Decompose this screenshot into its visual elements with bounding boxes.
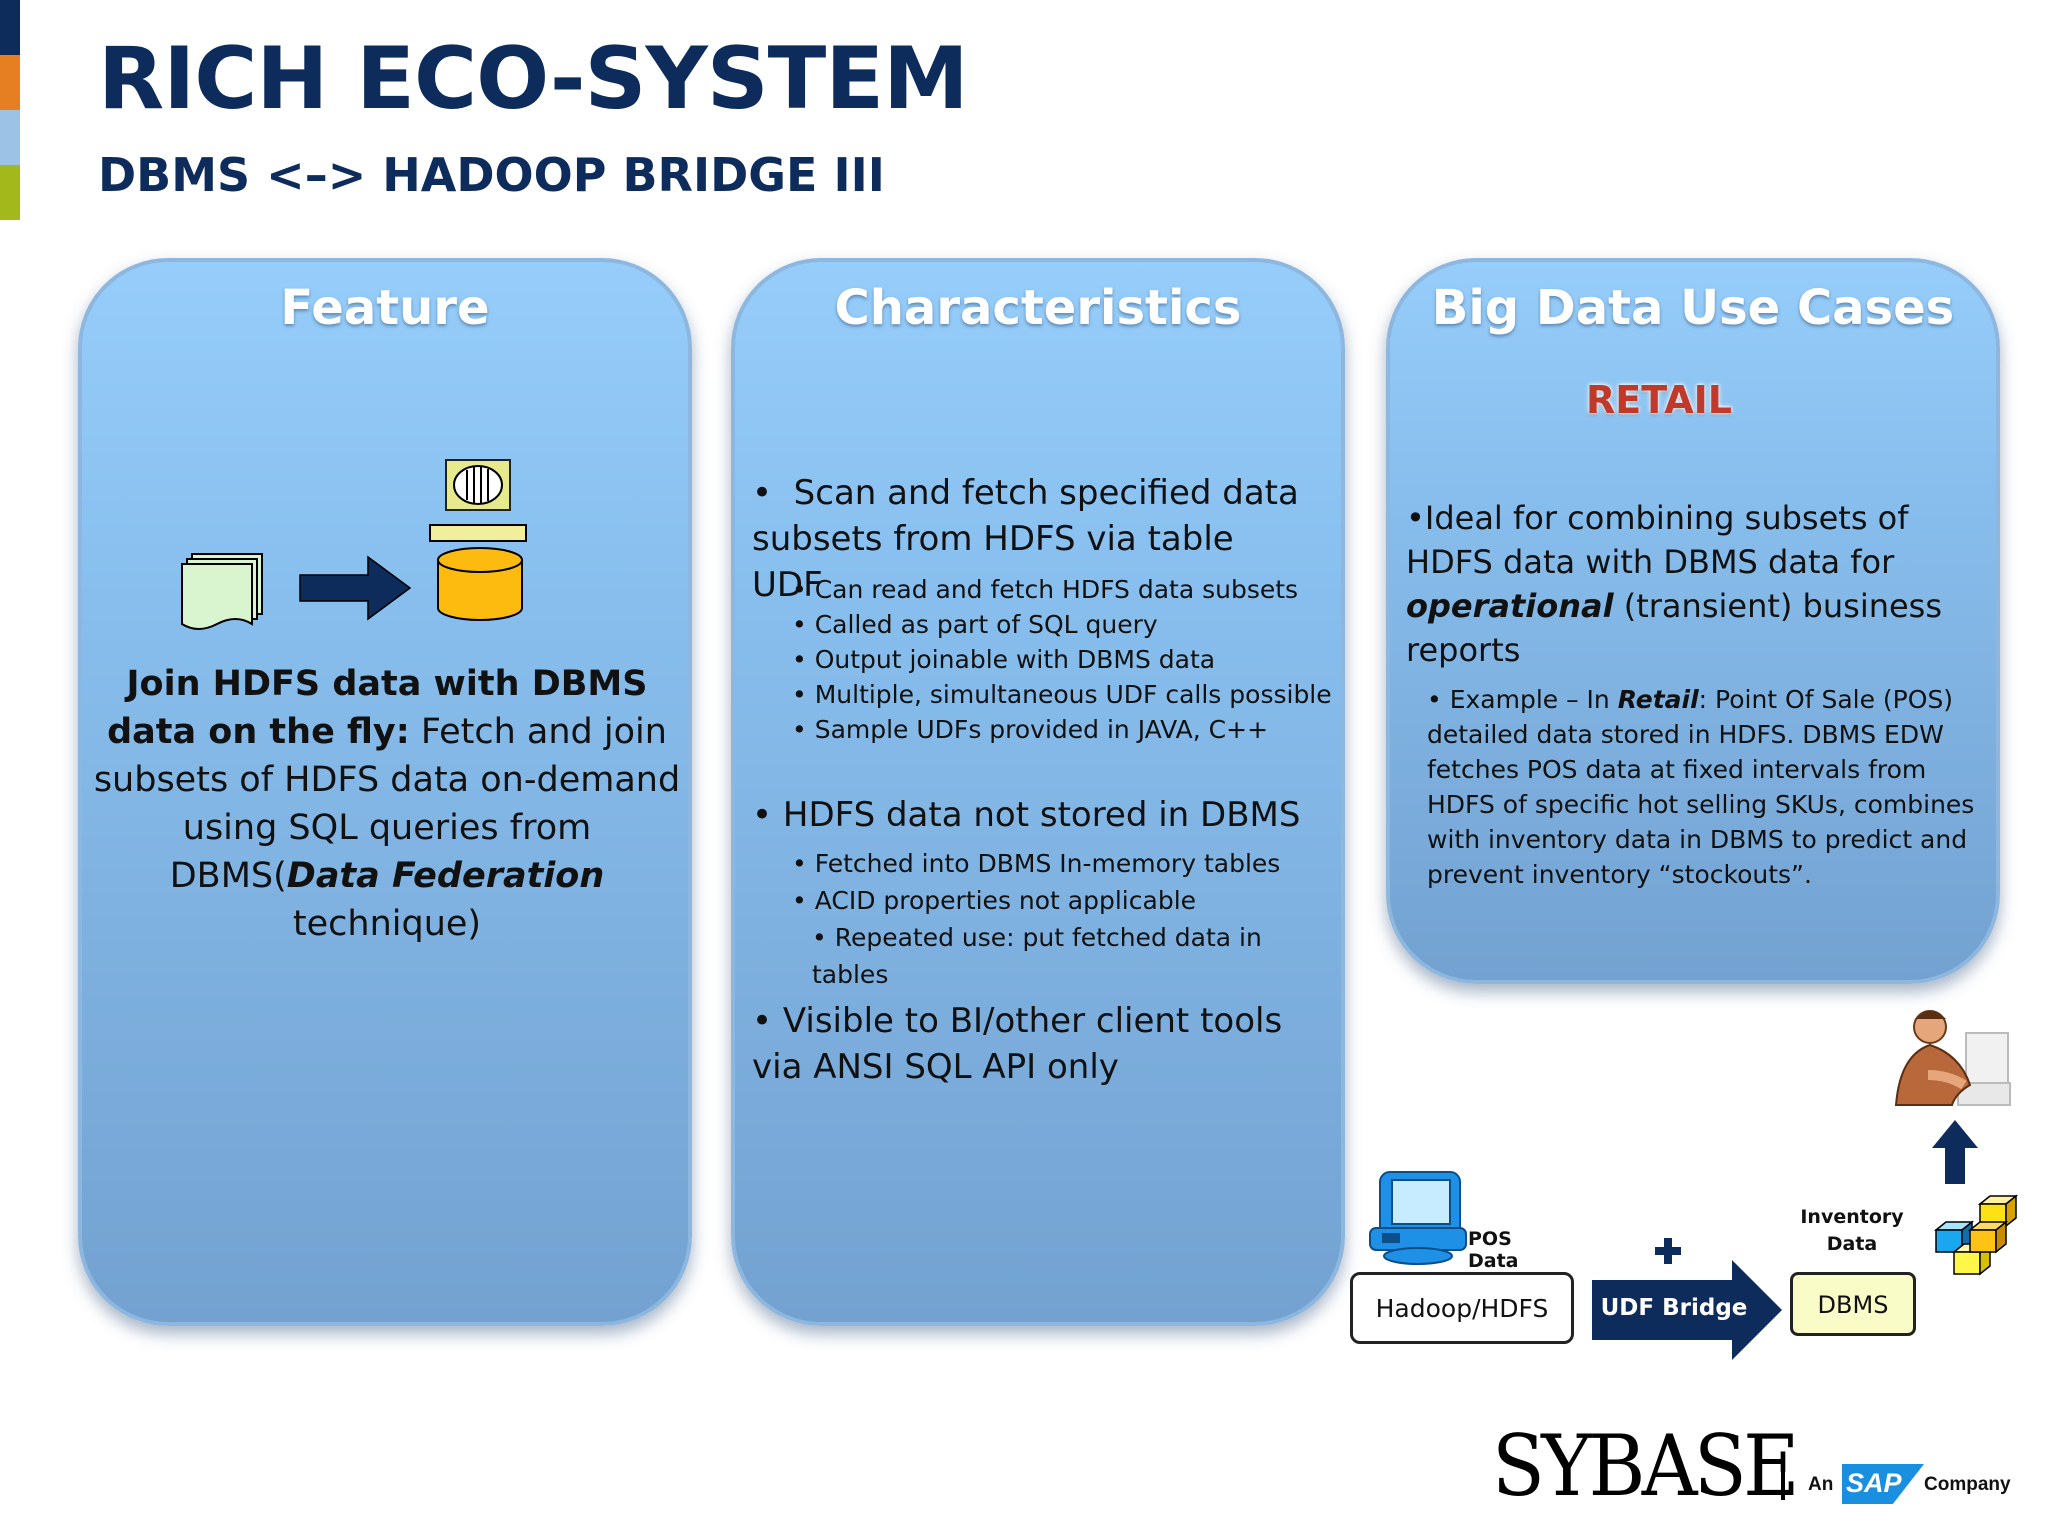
use-case-example: • Example – In Retail: Point Of Sale (PO… <box>1427 685 1975 889</box>
pos-data-label: POS Data <box>1468 1228 1519 1272</box>
arrow-right-icon <box>299 555 412 621</box>
udf-bridge-arrow <box>1592 1260 1782 1360</box>
retail-label: RETAIL <box>1586 378 1732 422</box>
list-item: • Called as part of SQL query <box>792 610 1158 639</box>
accent-strip-lightblue <box>0 110 20 165</box>
accent-strip-orange <box>0 55 20 110</box>
page-subtitle: DBMS <–> HADOOP BRIDGE III <box>98 148 885 202</box>
accent-strip-navy <box>0 0 20 55</box>
documents-icon <box>181 553 263 630</box>
feature-diagram <box>181 459 527 630</box>
accent-strip-green <box>0 165 20 220</box>
hadoop-hdfs-box: Hadoop/HDFS <box>1350 1272 1574 1344</box>
char-bullet-1-subs: • Can read and fetch HDFS data subsets •… <box>792 572 1332 747</box>
list-item: • Output joinable with DBMS data <box>792 645 1216 674</box>
footer-an: An <box>1808 1474 1834 1495</box>
computer-icon <box>1369 1171 1467 1265</box>
feature-heading: Feature <box>280 280 490 336</box>
feature-description: Join HDFS data with DBMS data on the fly… <box>92 660 682 948</box>
list-item: • Can read and fetch HDFS data subsets <box>792 575 1299 604</box>
feature-text-c: technique) <box>292 904 482 944</box>
feature-emphasis: Data Federation <box>286 856 605 896</box>
char-bullet-2-subs: • Fetched into DBMS In-memory tables • A… <box>792 845 1332 993</box>
feature-panel: Feature <box>78 258 692 1326</box>
udf-bridge-label: UDF Bridge <box>1600 1295 1748 1321</box>
dbms-box: DBMS <box>1790 1272 1916 1336</box>
feature-lead: Join HDFS data with DBMS data on the fly… <box>107 664 648 752</box>
server-icon <box>429 459 527 542</box>
footer-divider <box>1781 1468 1785 1500</box>
char-bullet-3: • Visible to BI/other client tools via A… <box>752 1001 1283 1087</box>
char-bullet-2: • HDFS data not stored in DBMS <box>752 795 1301 835</box>
characteristics-heading: Characteristics <box>834 280 1242 336</box>
database-icon <box>437 547 523 621</box>
list-item: • Repeated use: put fetched data in tabl… <box>812 923 1262 989</box>
inventory-data-label: Inventory Data <box>1800 1206 1904 1255</box>
char-bullet-1: • Scan and fetch specified data subsets … <box>752 473 1299 605</box>
use-cases-heading: Big Data Use Cases <box>1431 280 1955 336</box>
feature-text-a: Fetch and join subsets of HDFS data on-d… <box>93 712 681 896</box>
plus-icon <box>1655 1238 1681 1264</box>
footer-company: Company <box>1924 1474 2011 1495</box>
use-cases-panel: Big Data Use Cases <box>1386 258 2000 984</box>
arrow-up-icon <box>1932 1120 1978 1184</box>
use-case-bullet: •Ideal for combining subsets of HDFS dat… <box>1406 499 1943 669</box>
list-item: • Sample UDFs provided in JAVA, C++ <box>792 715 1269 744</box>
characteristics-panel: Characteristics <box>731 258 1345 1326</box>
page-title: RICH ECO-SYSTEM <box>98 29 969 129</box>
list-item: • ACID properties not applicable <box>792 886 1197 915</box>
sybase-logo: SYBASE <box>1492 1417 1800 1515</box>
list-item: • Fetched into DBMS In-memory tables <box>792 849 1281 878</box>
list-item: • Multiple, simultaneous UDF calls possi… <box>792 680 1332 709</box>
sap-logo: SAP <box>1842 1464 1924 1504</box>
cubes-icon <box>1933 1194 2019 1276</box>
person-at-computer-icon <box>1894 1010 2011 1106</box>
